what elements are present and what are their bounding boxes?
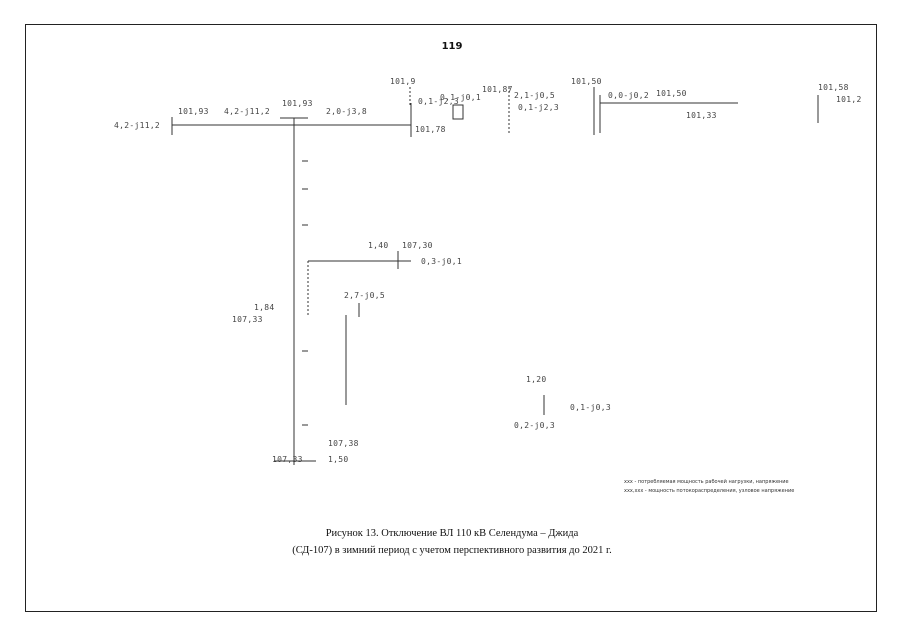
scheme-label: 101,33 — [686, 111, 717, 120]
scheme-label: 2,1-j0,5 — [514, 91, 555, 100]
scheme-label: 1,84 — [254, 303, 275, 312]
caption-line-2: (СД-107) в зимний период с учетом перспе… — [292, 545, 612, 556]
scheme-label: 101,9 — [390, 77, 416, 86]
scheme-label: 107,30 — [402, 241, 433, 250]
scheme-label: 0,1-j2,3 — [418, 97, 459, 106]
scheme-label: 101,93 — [282, 99, 313, 108]
caption-line-1: Рисунок 13. Отключение ВЛ 110 кВ Селенду… — [325, 528, 579, 539]
scheme-label: 107,38 — [328, 439, 359, 448]
scheme-label: 0,0-j0,2 — [608, 91, 649, 100]
scheme-label: 2,7-j0,5 — [344, 291, 385, 300]
scheme-label: 0,3-j0,1 — [421, 257, 462, 266]
scheme-label: 101,93 — [178, 107, 209, 116]
switch-box — [452, 104, 464, 120]
scheme-label: 101,58 — [818, 83, 849, 92]
scheme-label: 107,33 — [232, 315, 263, 324]
grid-scheme-diagram — [171, 87, 819, 465]
scheme-label: 4,2-j11,2 — [114, 121, 161, 130]
scheme-label: 1,50 — [328, 455, 349, 464]
scheme-label: 1,40 — [368, 241, 389, 250]
scheme-label: 2,0-j3,8 — [326, 107, 367, 116]
scheme-label: 0,1-j0,1 — [440, 93, 481, 102]
legend-line-2: ххх,ххх - мощность потокораспределения, … — [624, 488, 795, 494]
legend-line-1: ххх - потребляемая мощность рабочей нагр… — [624, 479, 789, 485]
scheme-label: 101,78 — [415, 125, 446, 134]
scheme-label: 101,87 — [482, 85, 513, 94]
scheme-label: 4,2-j11,2 — [224, 107, 271, 116]
page-frame: 119 — [25, 24, 877, 612]
scheme-label: 0,1-j2,3 — [518, 103, 559, 112]
scheme-label: 101,50 — [571, 77, 602, 86]
figure-caption: Рисунок 13. Отключение ВЛ 110 кВ Селенду… — [26, 525, 878, 559]
scheme-label: 101,50 — [656, 89, 687, 98]
page-number: 119 — [441, 41, 463, 52]
scheme-label: 0,1-j0,3 — [570, 403, 611, 412]
scheme-label: 1,20 — [526, 375, 547, 384]
scheme-label: 107,33 — [272, 455, 303, 464]
scheme-label: 0,2-j0,3 — [514, 421, 555, 430]
scheme-label: 101,2 — [836, 95, 862, 104]
